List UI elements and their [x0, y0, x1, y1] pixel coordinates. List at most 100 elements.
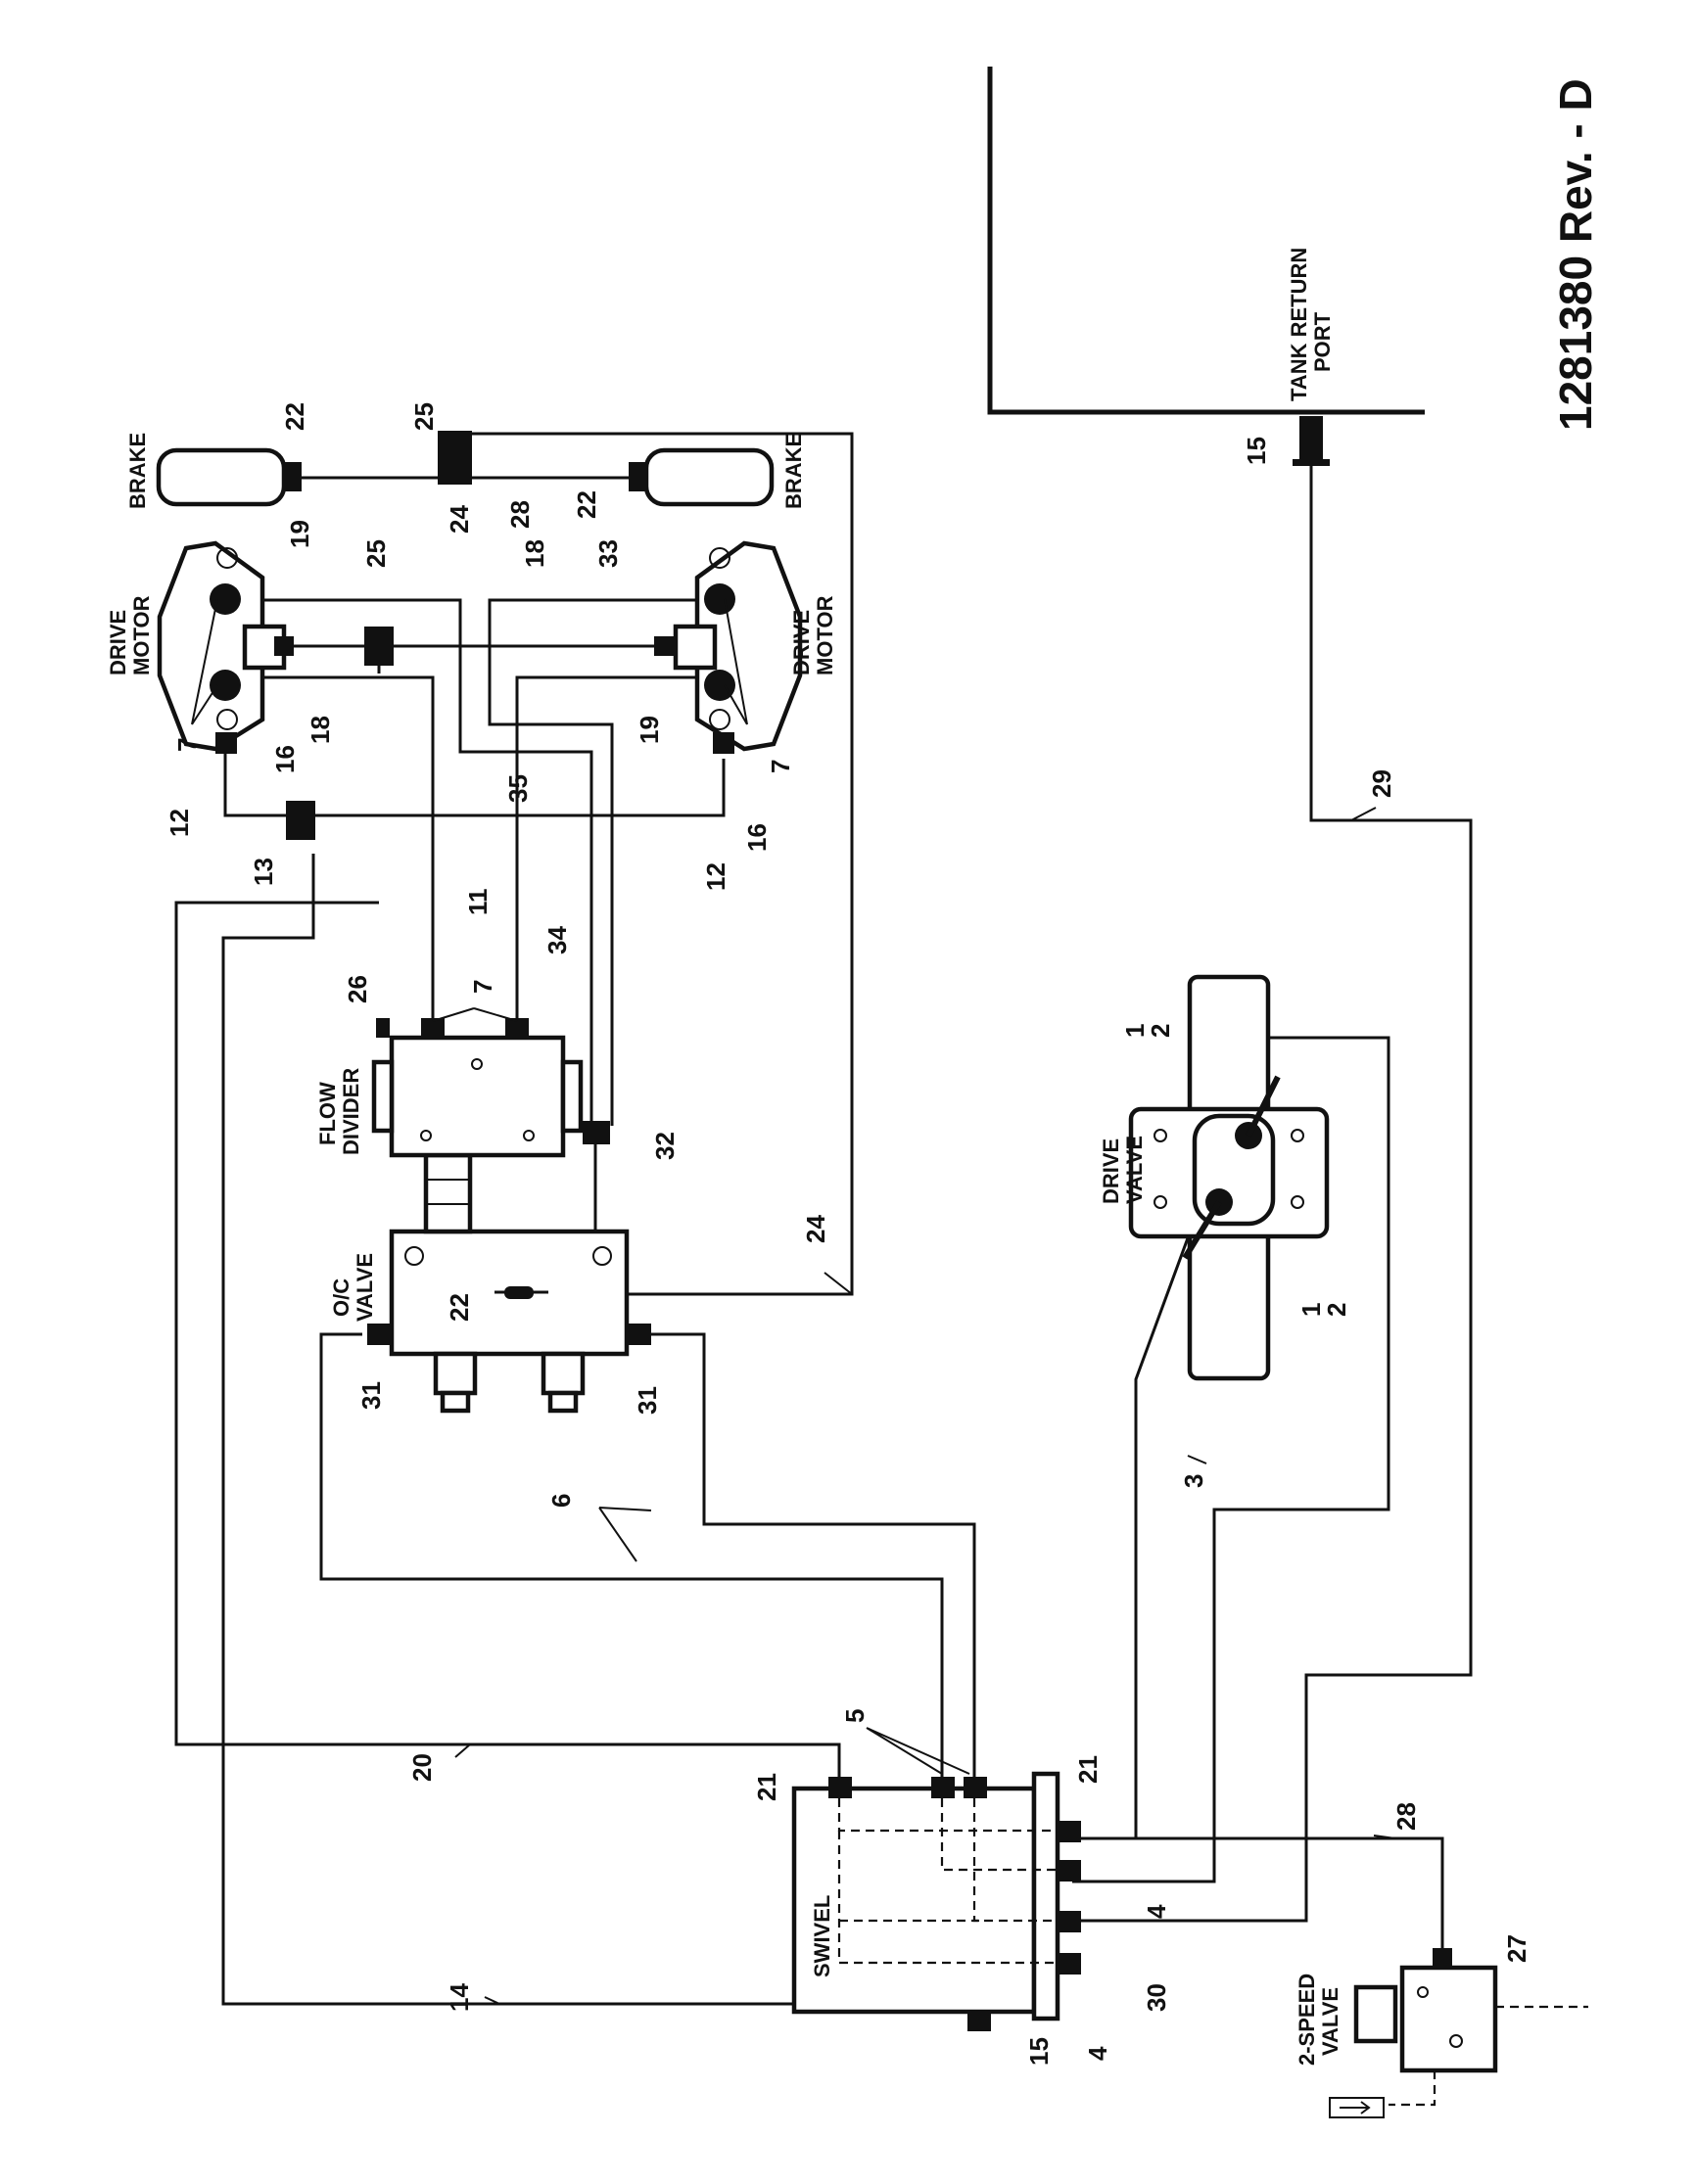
fitting-7-fd-right — [505, 1018, 529, 1038]
callout-22-brake-left: 22 — [280, 402, 309, 431]
fitting-21-top — [828, 1777, 852, 1798]
fitting-4a — [1058, 1860, 1081, 1882]
callout-4-lower: 4 — [1083, 2046, 1112, 2061]
callout-5: 5 — [840, 1709, 870, 1723]
callout-6: 6 — [546, 1494, 576, 1508]
tank-frame: TANK RETURN PORT — [987, 67, 1425, 466]
fitting-19-right — [654, 636, 674, 656]
fitting-15-swivel — [967, 2012, 991, 2031]
callout-14: 14 — [445, 1983, 474, 2012]
callout-33: 33 — [593, 539, 623, 568]
callout-2-top: 2 — [1146, 1024, 1175, 1038]
drive-motor-left-label-1: DRIVE — [106, 610, 130, 675]
callout-15-tank: 15 — [1242, 437, 1271, 465]
hoses — [174, 432, 1473, 2006]
callout-31-left: 31 — [356, 1381, 386, 1410]
fitting-7-fd-left — [421, 1018, 445, 1038]
fitting-27 — [1433, 1948, 1452, 1968]
callout-11: 11 — [463, 889, 493, 916]
swivel: SWIVEL — [791, 1771, 1081, 2031]
fitting-31-right — [627, 1324, 651, 1345]
callout-12-right: 12 — [701, 862, 730, 891]
callout-19-left: 19 — [285, 520, 314, 548]
callout-4-upper: 4 — [1142, 1904, 1171, 1919]
drive-motor-right-label-1: DRIVE — [789, 610, 814, 675]
oc-valve-label-1: O/C — [329, 1278, 353, 1317]
callout-16-right: 16 — [742, 823, 772, 852]
flow-divider: FLOW DIVIDER — [315, 1018, 610, 1158]
two-speed-valve: 2-SPEED VALVE — [1295, 1948, 1588, 2118]
oc-valve: O/C VALVE — [329, 1229, 651, 1414]
brake-right-label: BRAKE — [781, 433, 806, 509]
drive-valve-label-2: VALVE — [1122, 1136, 1147, 1204]
fitting-32 — [583, 1121, 610, 1144]
callout-24-brake: 24 — [445, 505, 474, 534]
callout-3: 3 — [1179, 1474, 1208, 1488]
callout-1-bottom: 1 — [1296, 1303, 1326, 1317]
callout-1-top: 1 — [1120, 1024, 1150, 1038]
brake-left: BRAKE — [125, 433, 302, 509]
callout-22-brake-right: 22 — [572, 490, 601, 519]
callout-31-right: 31 — [633, 1386, 662, 1415]
callout-16-left: 16 — [270, 745, 300, 773]
drive-motor-left: DRIVE MOTOR — [106, 540, 294, 754]
fitting-22-brake-right — [629, 462, 646, 491]
fitting-31-left — [367, 1324, 392, 1345]
fitting-22-brake-left — [284, 462, 302, 491]
fitting-16-right — [713, 732, 734, 754]
callout-18-right: 18 — [520, 539, 549, 568]
leader-lines — [191, 598, 1396, 2005]
flow-divider-label-1: FLOW — [315, 1082, 340, 1145]
flow-divider-label-2: DIVIDER — [339, 1068, 363, 1155]
fitting-25-brake — [438, 431, 472, 485]
callout-7-fd: 7 — [468, 980, 497, 994]
callout-24-oc: 24 — [801, 1215, 830, 1243]
fitting-26 — [376, 1018, 390, 1038]
callout-7-left: 7 — [172, 738, 202, 752]
callout-28-brake: 28 — [505, 500, 535, 529]
brake-right: BRAKE — [629, 433, 806, 509]
callout-27: 27 — [1502, 1934, 1531, 1963]
callout-18-left: 18 — [306, 716, 335, 744]
callout-29: 29 — [1367, 769, 1396, 798]
brake-left-label: BRAKE — [125, 433, 150, 509]
callout-28-speed: 28 — [1391, 1802, 1421, 1831]
drive-valve-label-1: DRIVE — [1099, 1138, 1123, 1204]
fitting-4b — [1058, 1953, 1081, 1975]
callout-12-left: 12 — [165, 809, 194, 837]
callout-19-right: 19 — [635, 716, 664, 744]
two-speed-valve-label-2: VALVE — [1318, 1987, 1342, 2056]
drawing-number: 1281380 Rev. - D — [1550, 78, 1601, 431]
callout-13: 13 — [249, 858, 278, 886]
drive-valve: DRIVE VALVE — [1099, 974, 1330, 1381]
callout-7-right: 7 — [766, 760, 795, 773]
fitting-19-left — [274, 636, 294, 656]
tank-return-port-label-1: TANK RETURN — [1287, 248, 1311, 401]
callout-15-swivel: 15 — [1024, 2037, 1054, 2066]
drive-motor-right-label-2: MOTOR — [813, 595, 837, 675]
drive-motor-right: DRIVE MOTOR — [654, 540, 837, 754]
drive-motor-left-label-2: MOTOR — [129, 595, 154, 675]
swivel-label: SWIVEL — [810, 1895, 834, 1977]
callout-22-oc: 22 — [445, 1293, 474, 1322]
fitting-22-oc — [504, 1286, 534, 1299]
coupling — [423, 1152, 473, 1234]
callout-30: 30 — [1142, 1983, 1171, 2012]
callouts: 22 25 24 28 22 19 25 18 33 7 16 18 19 7 … — [165, 402, 1531, 2066]
fitting-30 — [1058, 1911, 1081, 1932]
callout-32: 32 — [650, 1132, 680, 1160]
callout-34: 34 — [542, 926, 572, 954]
callout-2-bottom: 2 — [1322, 1303, 1351, 1317]
callout-25-center: 25 — [361, 539, 391, 568]
fitting-5b — [964, 1777, 987, 1798]
fitting-5a — [931, 1777, 955, 1798]
callout-20: 20 — [407, 1753, 437, 1782]
callout-25-brake: 25 — [409, 402, 439, 431]
fitting-15-tank — [1299, 416, 1323, 459]
callout-26: 26 — [343, 975, 372, 1003]
oc-valve-label-2: VALVE — [353, 1253, 377, 1322]
two-speed-valve-label-1: 2-SPEED — [1295, 1974, 1319, 2066]
tank-return-port-label-2: PORT — [1310, 311, 1335, 372]
fitting-13 — [286, 801, 315, 840]
